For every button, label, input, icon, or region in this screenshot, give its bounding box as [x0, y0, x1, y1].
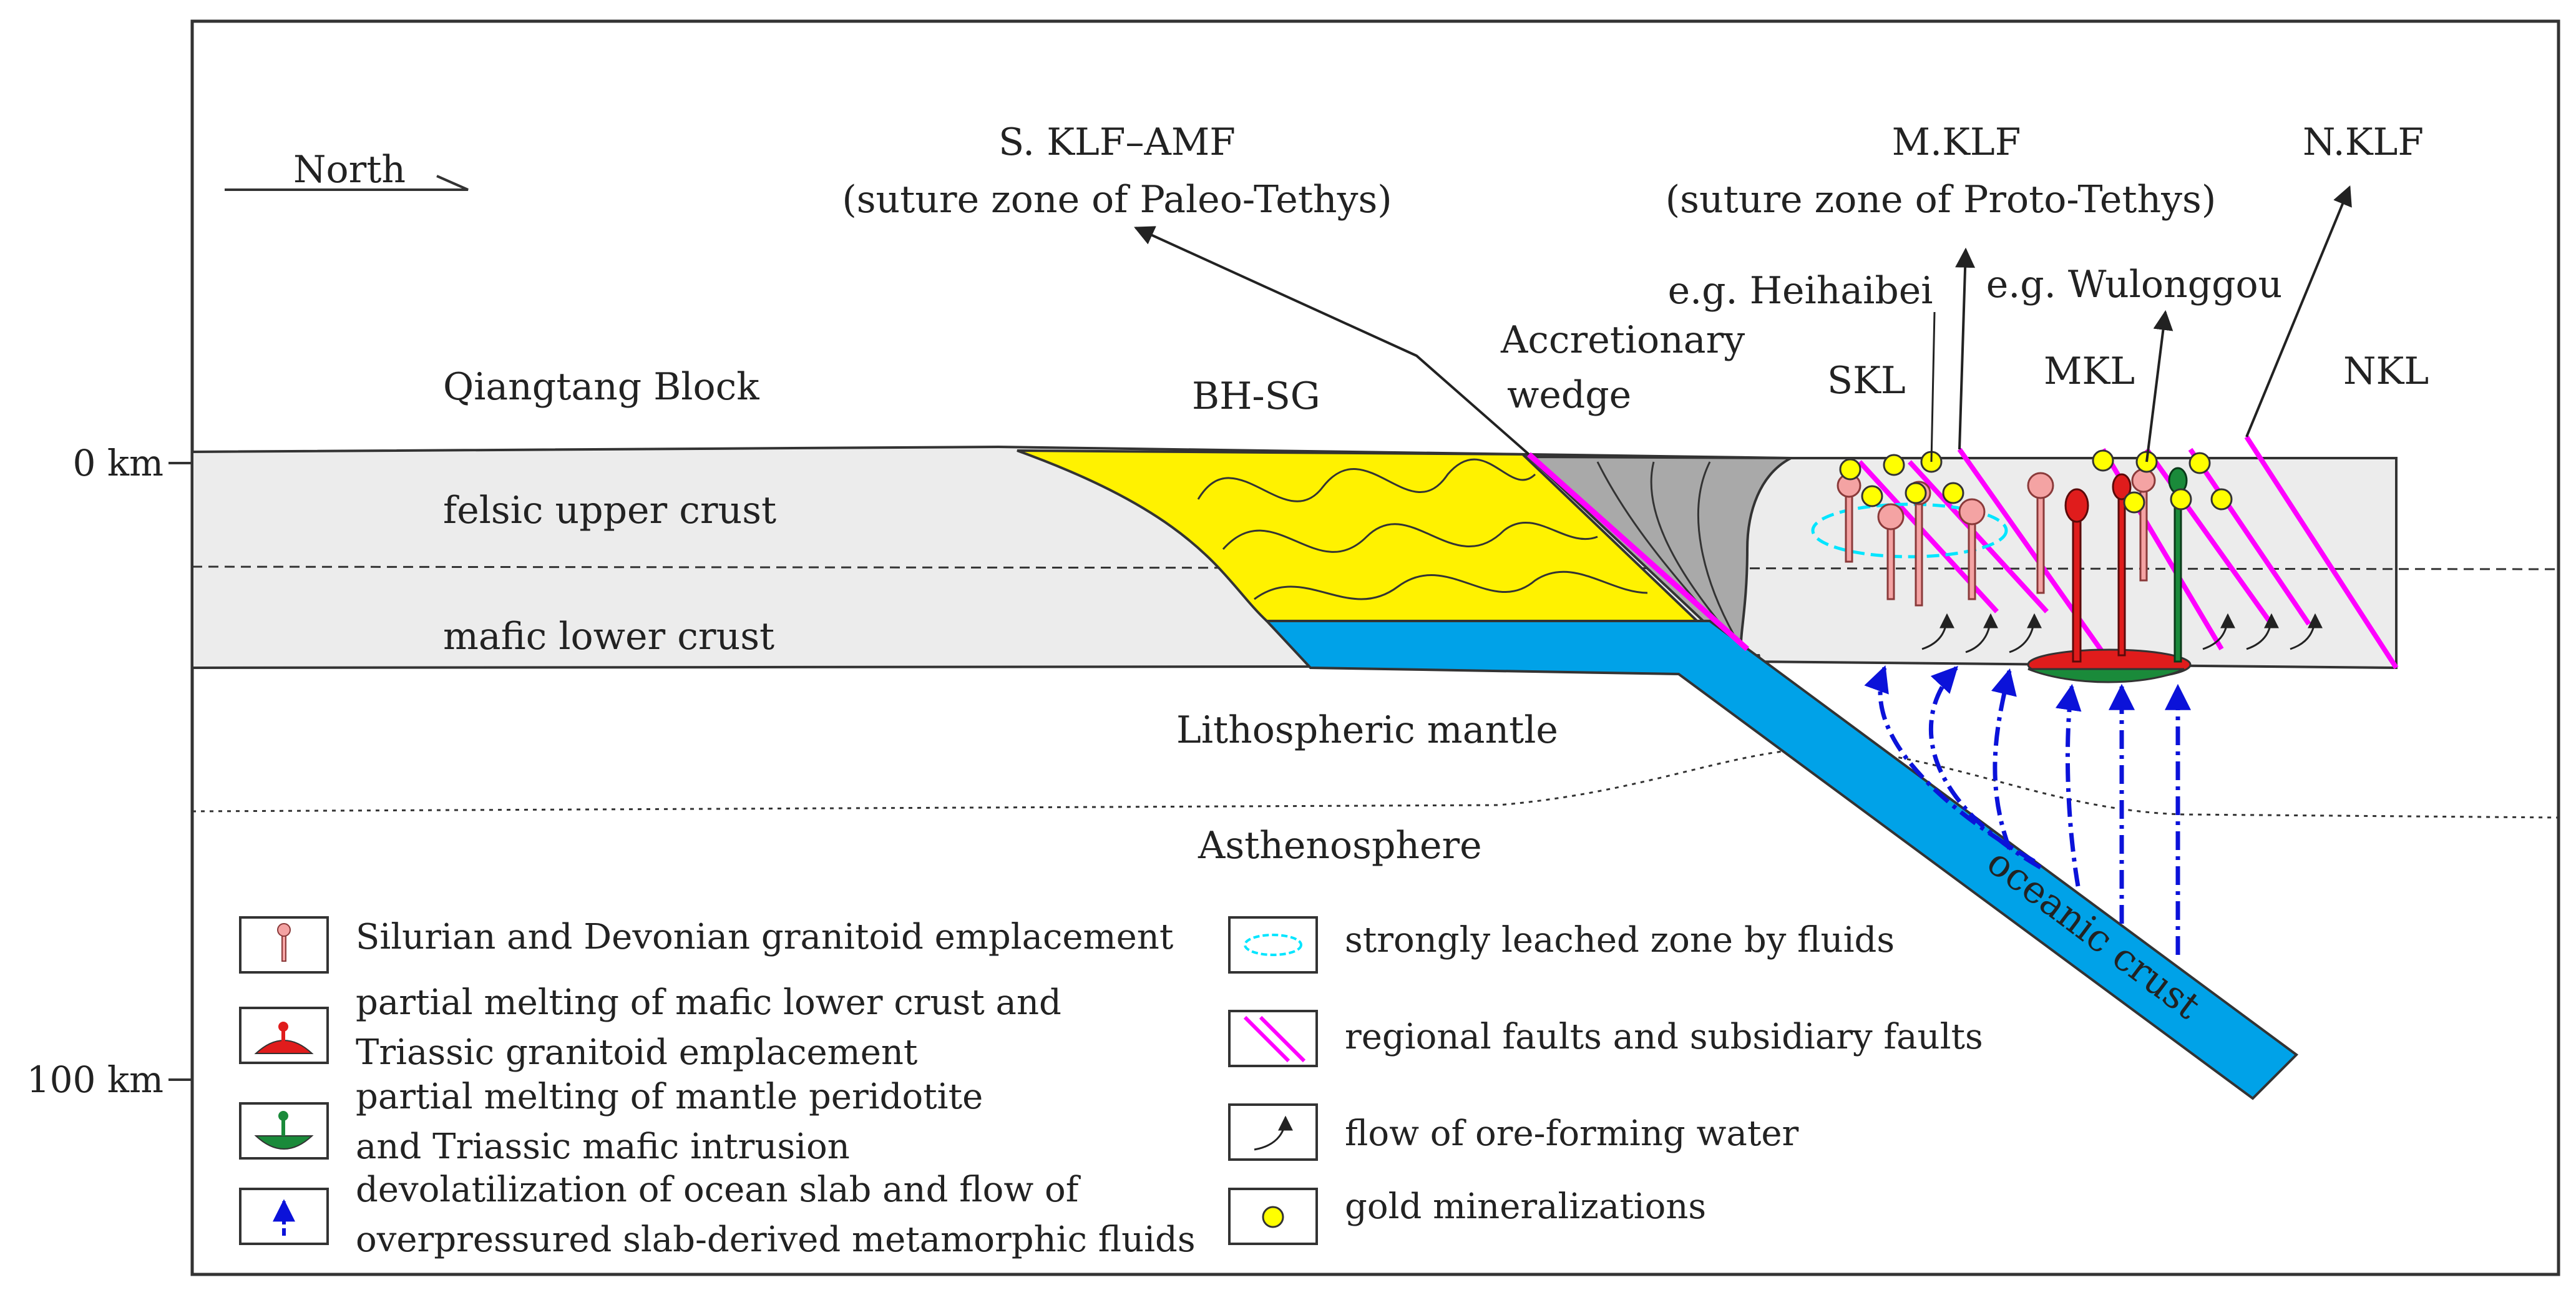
bhsg-folds: [1197, 458, 1648, 600]
legend-box-leached: [1228, 916, 1318, 974]
bhsg-label: BH-SG: [1192, 374, 1320, 418]
legend-partial-text-2: Triassic granitoid emplacement: [356, 1032, 918, 1073]
paleo-tethys-suture-fault: [1527, 452, 1749, 652]
lithospheric-mantle-label: Lithospheric mantle: [1176, 708, 1558, 752]
skl-amf-leader: [1134, 226, 1530, 456]
skl-amf-sublabel: (suture zone of Paleo-Tethys): [842, 178, 1392, 222]
mafic-crust-label: mafic lower crust: [443, 615, 774, 658]
wulonggou-label: e.g. Wulonggou: [1986, 263, 2283, 306]
oceanic-crust-slab: [1264, 620, 2299, 1100]
accretionary-wedge: [1525, 455, 1792, 645]
legend-devol-text-2: overpressured slab-derived metamorphic f…: [356, 1219, 1196, 1260]
legend-flow-text: flow of ore-forming water: [1345, 1113, 1798, 1154]
north-arrow: [225, 175, 469, 191]
nkl-label: NKL: [2343, 349, 2429, 393]
skl-amf-label: S. KLF–AMF: [998, 120, 1236, 164]
legend-leached-text: strongly leached zone by fluids: [1345, 920, 1895, 960]
north-label: North: [293, 148, 406, 192]
mklf-sublabel: (suture zone of Proto-Tethys): [1666, 178, 2216, 222]
ore-water-flow: [1921, 613, 2323, 653]
triassic-granitoids: [2064, 473, 2132, 663]
asthenosphere-label: Asthenosphere: [1198, 824, 1482, 867]
legend-gold-text: gold mineralizations: [1345, 1186, 1706, 1227]
heihaibei-leader: [1930, 311, 1936, 462]
legend-faults-text: regional faults and subsidiary faults: [1345, 1017, 1983, 1057]
wulonggou-leader: [2145, 310, 2174, 462]
legend: Silurian and Devonian granitoid emplacem…: [239, 916, 1983, 1260]
gold-mineralizations: [1839, 449, 2233, 514]
nklf-label: N.KLF: [2303, 120, 2424, 164]
mklf-leader: [1955, 247, 1976, 450]
legend-silurian-text: Silurian and Devonian granitoid emplacem…: [356, 917, 1174, 957]
accretionary-label: Accretionary: [1500, 318, 1745, 362]
legend-mantle-text-1: partial melting of mantle peridotite: [356, 1077, 983, 1117]
upper-lower-crust-boundary: [192, 565, 2559, 570]
legend-mantle-text-2: and Triassic mafic intrusion: [356, 1127, 850, 1167]
legend-partial-text-1: partial melting of mafic lower crust and: [356, 982, 1061, 1023]
qiangtang-label: Qiangtang Block: [443, 365, 759, 409]
mklf-label: M.KLF: [1892, 120, 2021, 164]
accretionary-sublabel: wedge: [1507, 373, 1631, 417]
nklf-leader: [2245, 185, 2352, 437]
leached-zone: [1811, 502, 2008, 559]
depth-label-100: 100 km: [27, 1058, 163, 1101]
legend-box-flow: [1228, 1103, 1318, 1161]
legend-devol-text-1: devolatilization of ocean slab and flow …: [356, 1170, 1081, 1210]
skl-label: SKL: [1827, 359, 1906, 403]
slab-fluid-arrows: [1864, 665, 2191, 955]
heihaibei-label: e.g. Heihaibei: [1668, 269, 1933, 313]
depth-label-0: 0 km: [73, 442, 163, 484]
oceanic-crust-label: oceanic crust: [1979, 840, 2208, 1028]
mkl-label: MKL: [2044, 349, 2135, 393]
felsic-crust-label: felsic upper crust: [443, 489, 776, 532]
lab-boundary: [192, 747, 2559, 819]
mafic-melting-lens: [2027, 668, 2185, 683]
